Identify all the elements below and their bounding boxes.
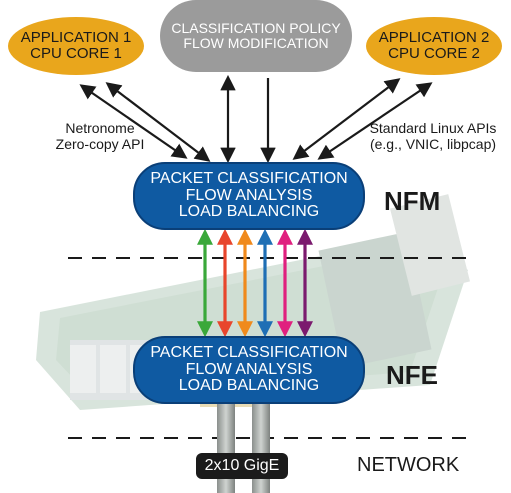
netronome-api-line1: Netronome [65, 120, 135, 136]
nfe-processor-node: PACKET CLASSIFICATION FLOW ANALYSIS LOAD… [133, 336, 365, 404]
application-2-label: APPLICATION 2 [378, 29, 490, 47]
arrow-app1-right [105, 82, 211, 162]
nfm-tag: NFM [384, 186, 441, 216]
flow-arrows [197, 228, 313, 338]
linux-api-line1: Standard Linux APIs [369, 120, 497, 136]
nfe-line2: FLOW ANALYSIS [185, 360, 313, 378]
nfm-line1: PACKET CLASSIFICATION [150, 169, 348, 187]
network-label: NETWORK [357, 454, 460, 476]
nfm-processor-node: PACKET CLASSIFICATION FLOW ANALYSIS LOAD… [133, 162, 365, 230]
application-2-node: APPLICATION 2 CPU CORE 2 [366, 17, 502, 75]
flow-modification-label: FLOW MODIFICATION [183, 35, 329, 51]
classification-policy-node: CLASSIFICATION POLICY FLOW MODIFICATION [160, 0, 352, 72]
application-1-core: CPU CORE 1 [30, 45, 122, 62]
linux-api-label: Standard Linux APIs (e.g., VNIC, libpcap… [358, 120, 508, 152]
nfm-line2: FLOW ANALYSIS [185, 186, 313, 204]
nfe-tag: NFE [386, 360, 438, 390]
arrow-app2-right [317, 82, 433, 160]
nfm-line3: LOAD BALANCING [178, 203, 320, 221]
api-arrows [79, 74, 433, 164]
application-2-core: CPU CORE 2 [388, 45, 480, 62]
link-speed-badge: 2x10 GigE [196, 453, 288, 479]
application-1-label: APPLICATION 1 [20, 29, 132, 47]
application-1-node: APPLICATION 1 CPU CORE 1 [8, 17, 144, 75]
netronome-api-line2: Zero-copy API [55, 136, 145, 153]
nfe-line1: PACKET CLASSIFICATION [150, 343, 348, 361]
nfe-line3: LOAD BALANCING [178, 377, 320, 395]
netronome-api-label: Netronome Zero-copy API [40, 120, 160, 152]
classification-policy-label: CLASSIFICATION POLICY [171, 20, 341, 37]
linux-api-line2: (e.g., VNIC, libpcap) [369, 136, 497, 153]
